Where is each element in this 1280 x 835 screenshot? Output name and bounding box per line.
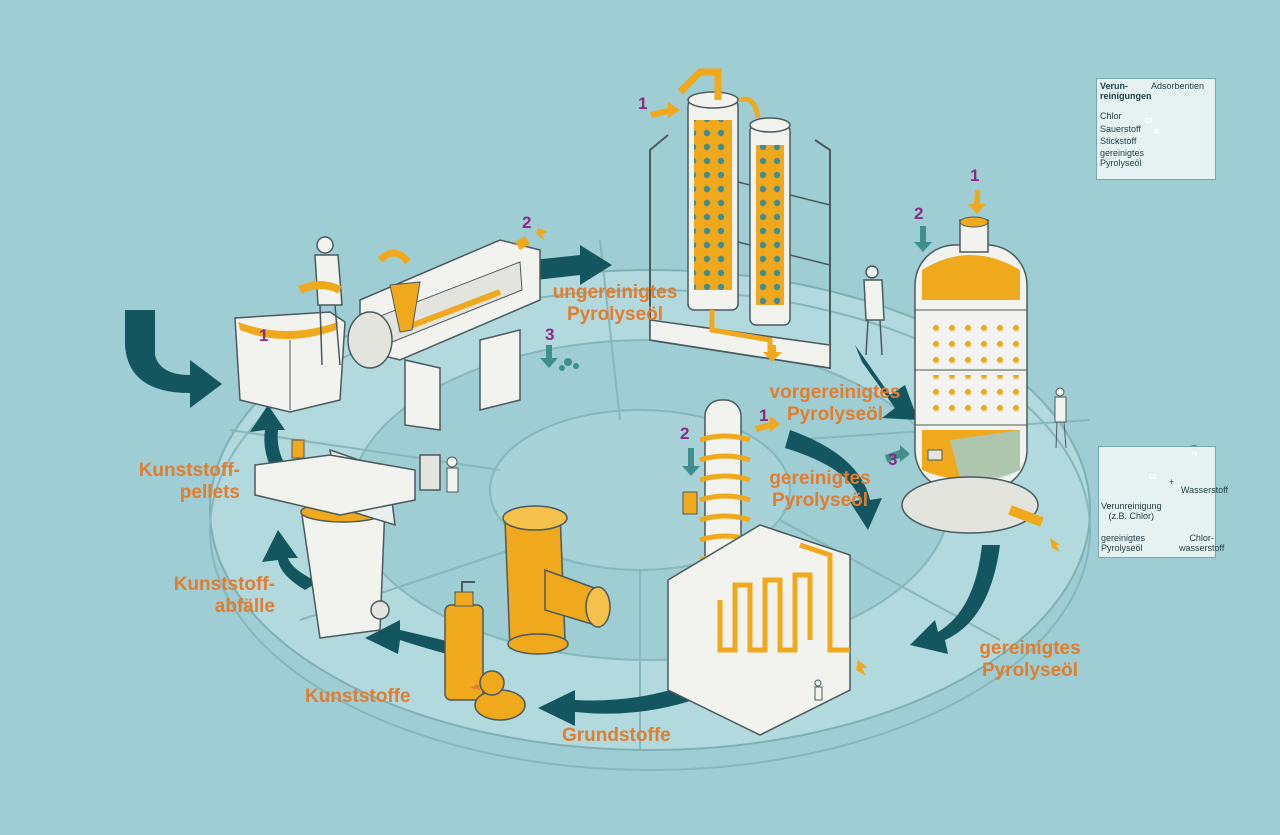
step-number-extruder-2: 2 — [522, 213, 532, 232]
arrow-kunststoffe-to-abfaelle — [262, 530, 318, 590]
inset-label-chlorwasserstoff: Chlor- wasserstoff — [1179, 533, 1225, 553]
label-gereinigtes-pyrolyseoel-right: gereinigtes Pyrolyseöl — [979, 638, 1081, 681]
reactor-vessel — [901, 216, 1044, 534]
inset-atom-cl: Cl — [1145, 118, 1152, 125]
step-number-reactor-1: 1 — [970, 166, 980, 185]
inset-label-stickstoff: Stickstoff — [1100, 136, 1137, 146]
step-number-bag: 1 — [259, 326, 269, 345]
inset-atom-n: N — [1154, 129, 1160, 136]
inset-plus-sign: + — [1169, 477, 1175, 487]
label-ungereinigtes-pyrolyseoel: ungereinigtes Pyrolyseöl — [552, 282, 678, 325]
inset-hydrotreating-detail: Verunreinigung (z.B. Chlor) gereinigtes … — [1098, 446, 1228, 558]
inset-bottom-atom-h: H — [1192, 451, 1198, 458]
pelletizer-machine — [254, 439, 459, 516]
worker-figure — [298, 236, 343, 366]
inset-title-verunreinigungen: Verun- reinigungen — [1100, 81, 1152, 101]
inset-label-chlor: Chlor — [1100, 111, 1122, 121]
inset-atom-o: O — [1138, 132, 1144, 139]
inset-label-verunreinigung: Verunreinigung (z.B. Chlor) — [1101, 501, 1162, 521]
distillation-unit — [667, 399, 851, 736]
small-figures — [814, 387, 1067, 701]
step-number-columns-1: 1 — [638, 94, 648, 113]
adsorption-columns — [649, 68, 831, 370]
label-kunststoffabfaelle: Kunststoff- abfälle — [173, 574, 275, 617]
label-vorgereinigtes-pyrolyseoel: vorgereinigtes Pyrolyseöl — [769, 382, 901, 425]
small-orange-arrows — [536, 102, 1060, 676]
small-teal-arrows — [540, 226, 932, 476]
label-kunststoffe: Kunststoffe — [305, 686, 411, 707]
arrow-columns-to-reactor — [855, 345, 918, 420]
label-grundstoffe: Grundstoffe — [562, 725, 671, 746]
inset-label-gereinigtes-bottom: gereinigtes Pyrolyseöl — [1101, 533, 1146, 553]
inset-label-gereinigtes: gereinigtes Pyrolyseöl — [1100, 148, 1145, 168]
technician-figure — [863, 265, 885, 356]
step-number-extruder-3: 3 — [545, 325, 555, 344]
extruder-machine — [347, 236, 541, 431]
arrow-abfaelle-to-pellets — [250, 405, 286, 470]
label-gereinigtes-pyrolyseoel-mid: gereinigtes Pyrolyseöl — [769, 468, 871, 511]
arrow-reactor-to-right — [910, 545, 1000, 654]
products — [444, 505, 611, 721]
duck-product — [474, 689, 526, 721]
inset-label-sauerstoff: Sauerstoff — [1100, 124, 1141, 134]
arrow-distill-to-grundstoffe — [538, 676, 720, 726]
step-number-distill-2: 2 — [680, 424, 690, 443]
arrow-input-waste — [125, 310, 222, 408]
inset-title-adsorbentien: Adsorbentien — [1151, 81, 1205, 91]
step-number-reactor-2: 2 — [914, 204, 924, 223]
step-number-reactor-3: 3 — [888, 450, 898, 469]
big-bag — [234, 311, 346, 413]
inset-bottom-atom-cl: Cl — [1149, 474, 1156, 481]
inset-adsorption-detail: Verun- reinigungen Adsorbentien Chlor Sa… — [1096, 78, 1216, 180]
label-kunststoffpellets: Kunststoff- pellets — [138, 460, 240, 503]
step-number-distill-1: 1 — [759, 406, 769, 425]
inset-label-wasserstoff: Wasserstoff — [1181, 485, 1229, 495]
arrow-vorgereinigt-to-distill — [785, 430, 882, 530]
